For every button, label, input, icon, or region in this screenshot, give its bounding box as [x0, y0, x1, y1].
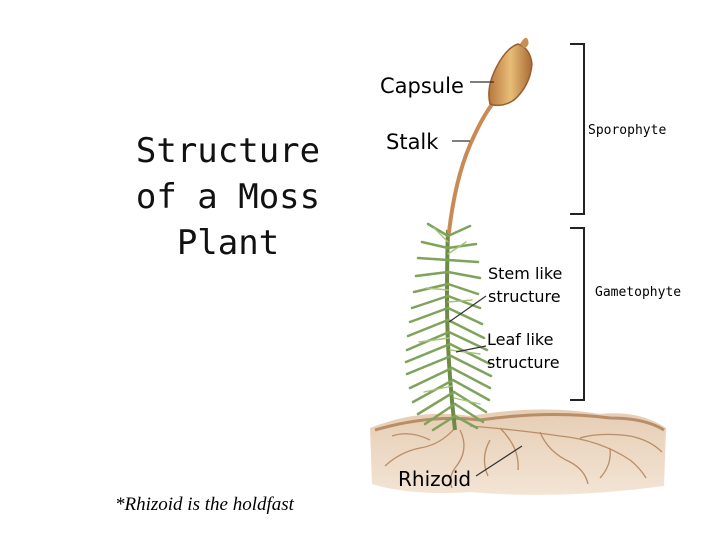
stalk-seta: [447, 93, 502, 234]
rhizoid-label: Rhizoid: [398, 467, 472, 491]
stalk-label: Stalk: [386, 130, 439, 154]
page-title: Structure of a Moss Plant: [135, 131, 321, 263]
sporophyte-bracket: [570, 43, 585, 215]
leafy-shoot: [404, 222, 493, 432]
leader-lines: [448, 81, 523, 477]
stem-label: Stem like structure: [488, 264, 563, 306]
leaf-label: Leaf like structure: [487, 330, 560, 372]
gametophyte-label: Gametophyte: [595, 285, 682, 300]
footnote: *Rhizoid is the holdfast: [115, 494, 294, 515]
capsule-shape: [488, 37, 533, 107]
soil: [370, 409, 666, 495]
gametophyte-bracket: [570, 227, 585, 401]
rhizoid-roots: [384, 425, 663, 489]
capsule-label: Capsule: [380, 74, 464, 98]
sporophyte-label: Sporophyte: [588, 123, 667, 138]
